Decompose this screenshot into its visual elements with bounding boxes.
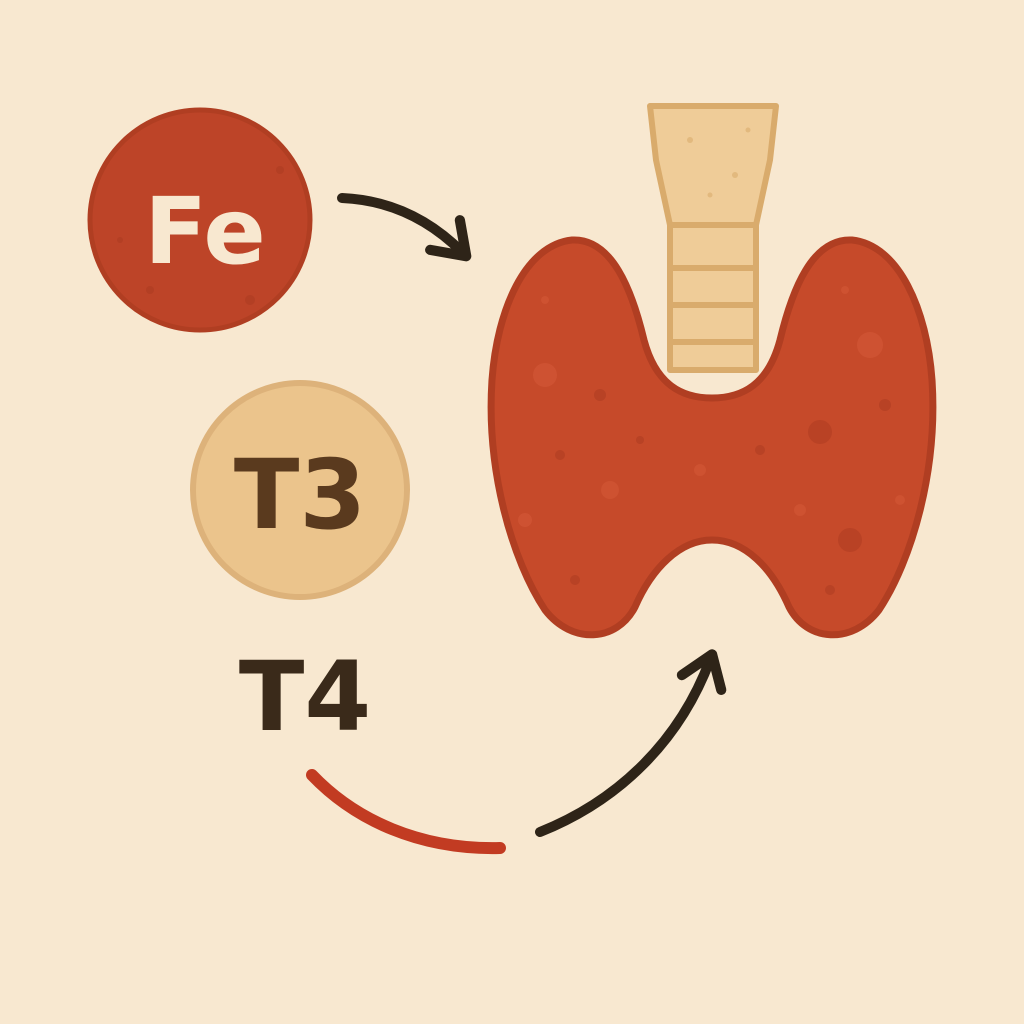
return-to-thyroid-arrow	[535, 649, 727, 837]
t3-badge: T3	[190, 380, 410, 600]
iron-circle	[87, 107, 313, 333]
iron-label: Fe	[144, 178, 266, 285]
iron-to-thyroid-arrow	[337, 193, 472, 262]
t3-circle	[190, 380, 410, 600]
iron-badge: Fe	[87, 107, 313, 333]
t3-label: T3	[234, 439, 366, 551]
trachea-icon	[647, 103, 779, 373]
thyroid-gland-icon	[487, 236, 937, 639]
t4-label: T4	[239, 641, 371, 753]
bottom-arc-red	[306, 769, 506, 855]
